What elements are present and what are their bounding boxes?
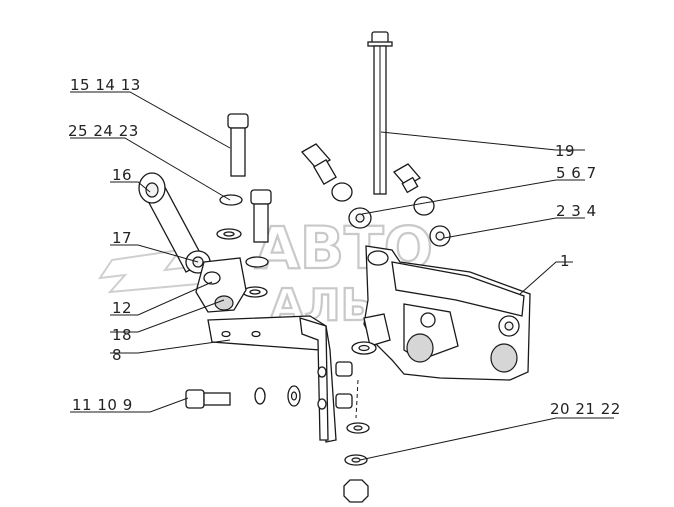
bolt-15-14-13: [216, 113, 249, 240]
label-25-24-23: 25 24 23: [68, 122, 139, 140]
bolt-2-3-4: [392, 163, 451, 247]
main-bracket-1: [351, 245, 531, 381]
long-bolt-19: [367, 31, 393, 195]
label-15-14-13: 15 14 13: [70, 76, 141, 94]
callout-labels: 15 14 13 25 24 23 16 17 12 18 8 11 10 9 …: [68, 76, 621, 418]
label-8: 8: [112, 346, 122, 364]
leader-lines: [70, 91, 614, 461]
label-18: 18: [112, 326, 132, 344]
label-1: 1: [560, 252, 570, 270]
bracket-8: [207, 315, 353, 443]
label-2-3-4: 2 3 4: [556, 202, 597, 220]
bolt-11-10-9: [185, 385, 301, 409]
label-20-21-22: 20 21 22: [550, 400, 621, 418]
bolt-25-24-23: [242, 189, 272, 298]
label-11-10-9: 11 10 9: [72, 396, 133, 414]
label-12: 12: [112, 299, 132, 317]
label-17: 17: [112, 229, 132, 247]
fastener-stack-20-21-22: [343, 379, 370, 503]
label-5-6-7: 5 6 7: [556, 164, 597, 182]
bracket-12-18: [195, 257, 247, 313]
label-16: 16: [112, 166, 132, 184]
label-19: 19: [555, 142, 575, 160]
